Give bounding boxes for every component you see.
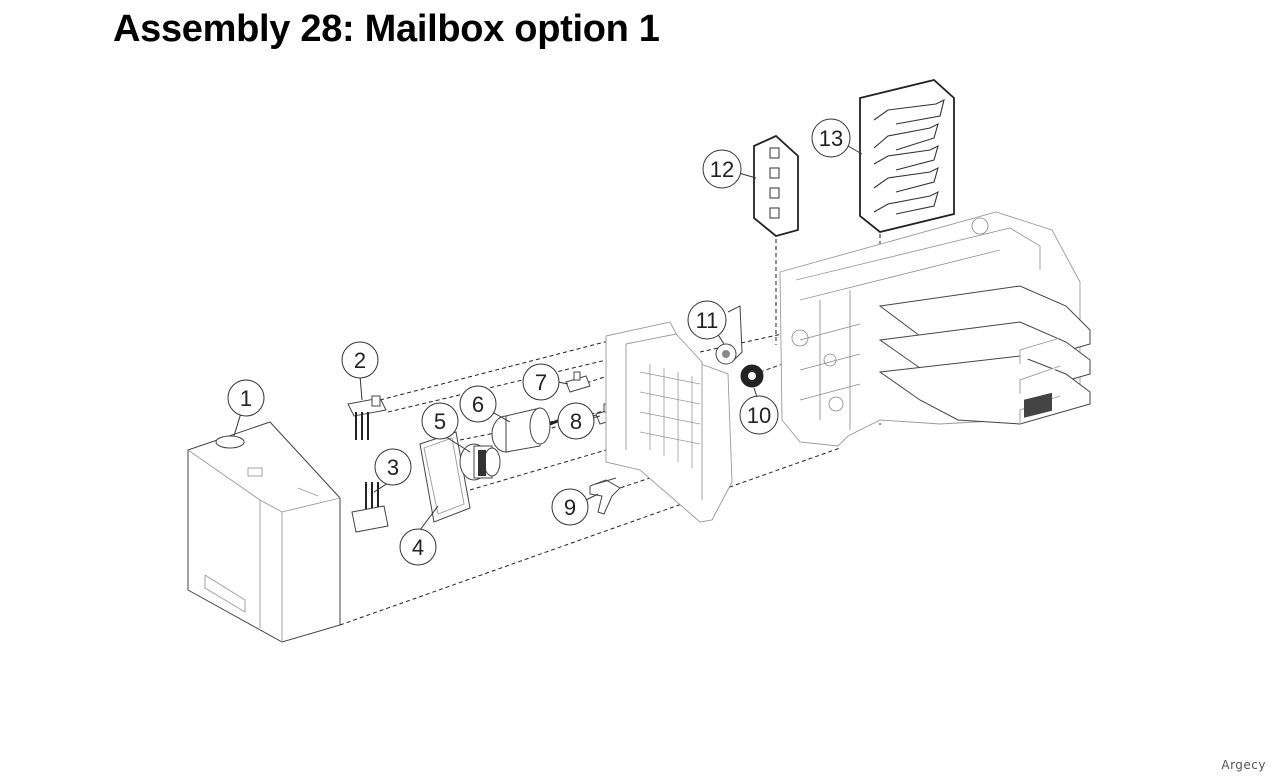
callout-10: 10 — [739, 395, 779, 435]
callout-6: 6 — [459, 385, 497, 423]
svg-text:4: 4 — [412, 535, 424, 560]
callout-11: 11 — [687, 300, 727, 340]
svg-text:12: 12 — [710, 157, 734, 182]
svg-text:9: 9 — [564, 495, 576, 520]
control-board-part — [419, 431, 471, 523]
callout-13: 13 — [811, 118, 851, 158]
svg-text:5: 5 — [434, 409, 446, 434]
callout-3: 3 — [374, 448, 412, 486]
mailbox-main-unit — [779, 211, 1091, 447]
callout-1: 1 — [227, 379, 265, 417]
flag-kit-part — [859, 79, 955, 233]
svg-text:2: 2 — [354, 348, 366, 373]
svg-text:13: 13 — [819, 126, 843, 151]
callout-8: 8 — [557, 402, 595, 440]
clip-kit-part — [753, 134, 799, 237]
motor-large-part — [491, 407, 561, 453]
leader-lines — [233, 145, 863, 531]
gear-bracket-part — [715, 305, 743, 365]
page-title: Assembly 28: Mailbox option 1 — [113, 8, 660, 50]
watermark-text: Argecy — [1221, 758, 1266, 772]
motor-small-part — [459, 443, 501, 481]
callout-5: 5 — [421, 402, 459, 440]
sensor-bracket-upper-part — [347, 395, 387, 440]
sensor-bracket-lower-part — [351, 482, 389, 533]
cover-part — [187, 421, 341, 643]
callout-2: 2 — [341, 341, 379, 379]
gear-black-part — [740, 364, 764, 388]
callout-9: 9 — [551, 488, 589, 526]
callout-4: 4 — [399, 528, 437, 566]
svg-text:1: 1 — [240, 386, 252, 411]
callout-12: 12 — [702, 149, 742, 189]
svg-text:11: 11 — [696, 308, 719, 333]
actuator-part — [589, 477, 621, 515]
sensor-upper-part — [565, 371, 591, 393]
svg-text:6: 6 — [472, 392, 484, 417]
center-frame-part — [605, 321, 733, 523]
svg-text:8: 8 — [570, 409, 582, 434]
svg-text:7: 7 — [535, 370, 547, 395]
callout-7: 7 — [522, 363, 560, 401]
svg-text:3: 3 — [387, 455, 399, 480]
svg-text:10: 10 — [747, 403, 771, 428]
